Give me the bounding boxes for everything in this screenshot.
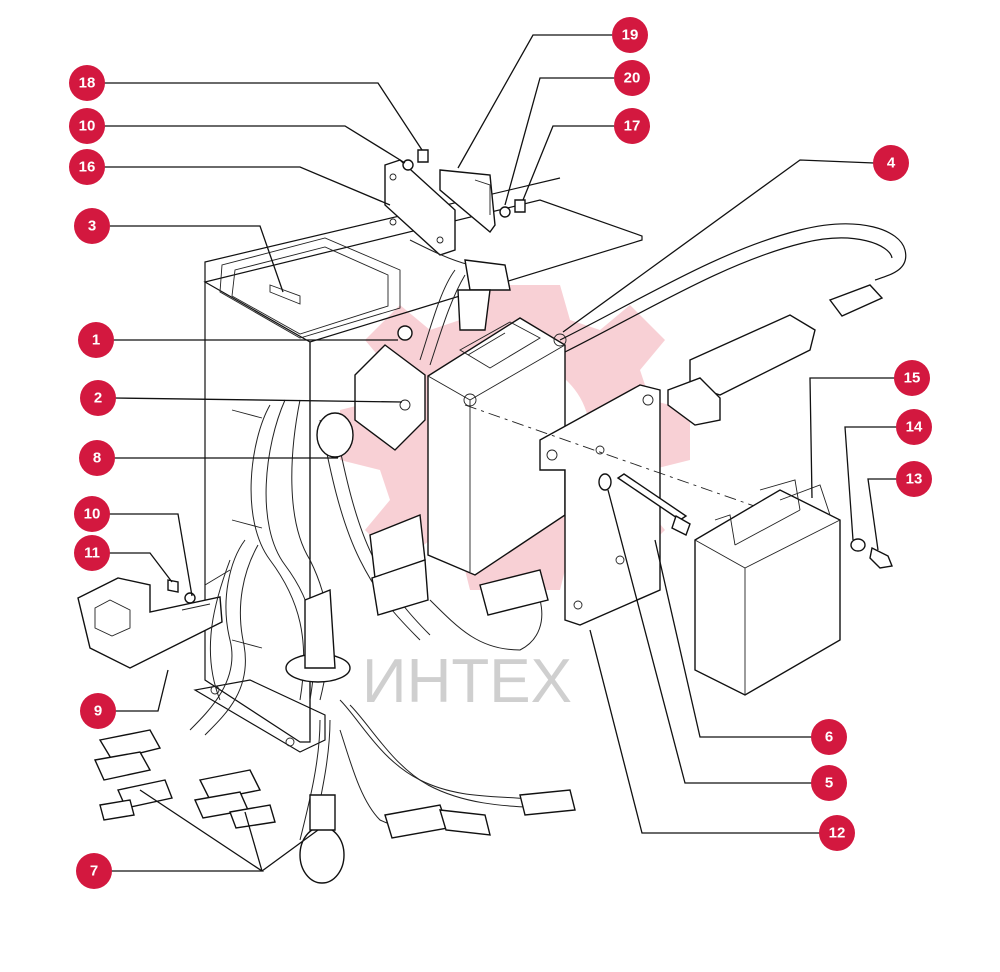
callout-2: 2	[80, 380, 116, 416]
callout-1-label: 1	[92, 332, 100, 349]
callout-4: 4	[873, 145, 909, 181]
screws-top	[402, 149, 526, 218]
part-9-bracket	[77, 577, 223, 669]
callout-16-label: 16	[79, 159, 96, 176]
callout-12: 12	[819, 815, 855, 851]
callout-13: 13	[896, 461, 932, 497]
part-2-bracket	[354, 325, 426, 451]
callout-11: 11	[74, 535, 110, 571]
part-4-control-unit	[427, 223, 907, 576]
watermark-text: ИНТЕХ	[362, 647, 572, 716]
leader-lines	[104, 34, 898, 872]
part-12-mounting-plate	[539, 384, 661, 626]
part-15-module	[694, 479, 893, 696]
callout-18: 18	[69, 65, 105, 101]
callout-18-label: 18	[79, 75, 96, 92]
callout-17-label: 17	[624, 118, 641, 135]
callout-1: 1	[78, 322, 114, 358]
callout-7: 7	[76, 853, 112, 889]
callout-4-label: 4	[887, 155, 896, 172]
callout-20-label: 20	[624, 70, 641, 87]
callout-12-label: 12	[829, 825, 846, 842]
callout-3: 3	[74, 208, 110, 244]
callout-10-top-label: 10	[79, 118, 96, 135]
callout-15: 15	[894, 360, 930, 396]
callout-8: 8	[79, 440, 115, 476]
callout-10-left: 10	[74, 496, 110, 532]
callout-6: 6	[811, 719, 847, 755]
callout-19: 19	[612, 17, 648, 53]
bolt-6-and-washer-5	[464, 404, 761, 536]
callout-13-label: 13	[906, 471, 923, 488]
callout-9: 9	[80, 693, 116, 729]
callout-6-label: 6	[825, 729, 833, 746]
callout-19-label: 19	[622, 27, 639, 44]
callout-3-label: 3	[88, 218, 96, 235]
callout-16: 16	[69, 149, 105, 185]
callout-14-label: 14	[906, 419, 923, 436]
callout-5: 5	[811, 765, 847, 801]
callout-15-label: 15	[904, 370, 921, 387]
wiring-harness	[93, 239, 576, 884]
callout-14: 14	[896, 409, 932, 445]
part-19-plate	[439, 169, 496, 234]
callout-20: 20	[614, 60, 650, 96]
callout-2-label: 2	[94, 390, 102, 407]
callout-7-label: 7	[90, 863, 98, 880]
callout-8-label: 8	[93, 450, 101, 467]
callout-5-label: 5	[825, 775, 833, 792]
callout-17: 17	[614, 108, 650, 144]
callouts: 18 10 16 3 1 2 8 10 11 9 7 19 20 17 4 15…	[69, 17, 932, 889]
callout-11-label: 11	[84, 545, 100, 562]
callout-9-label: 9	[94, 703, 102, 720]
callout-10-top: 10	[69, 108, 105, 144]
callout-10-left-label: 10	[84, 506, 101, 523]
